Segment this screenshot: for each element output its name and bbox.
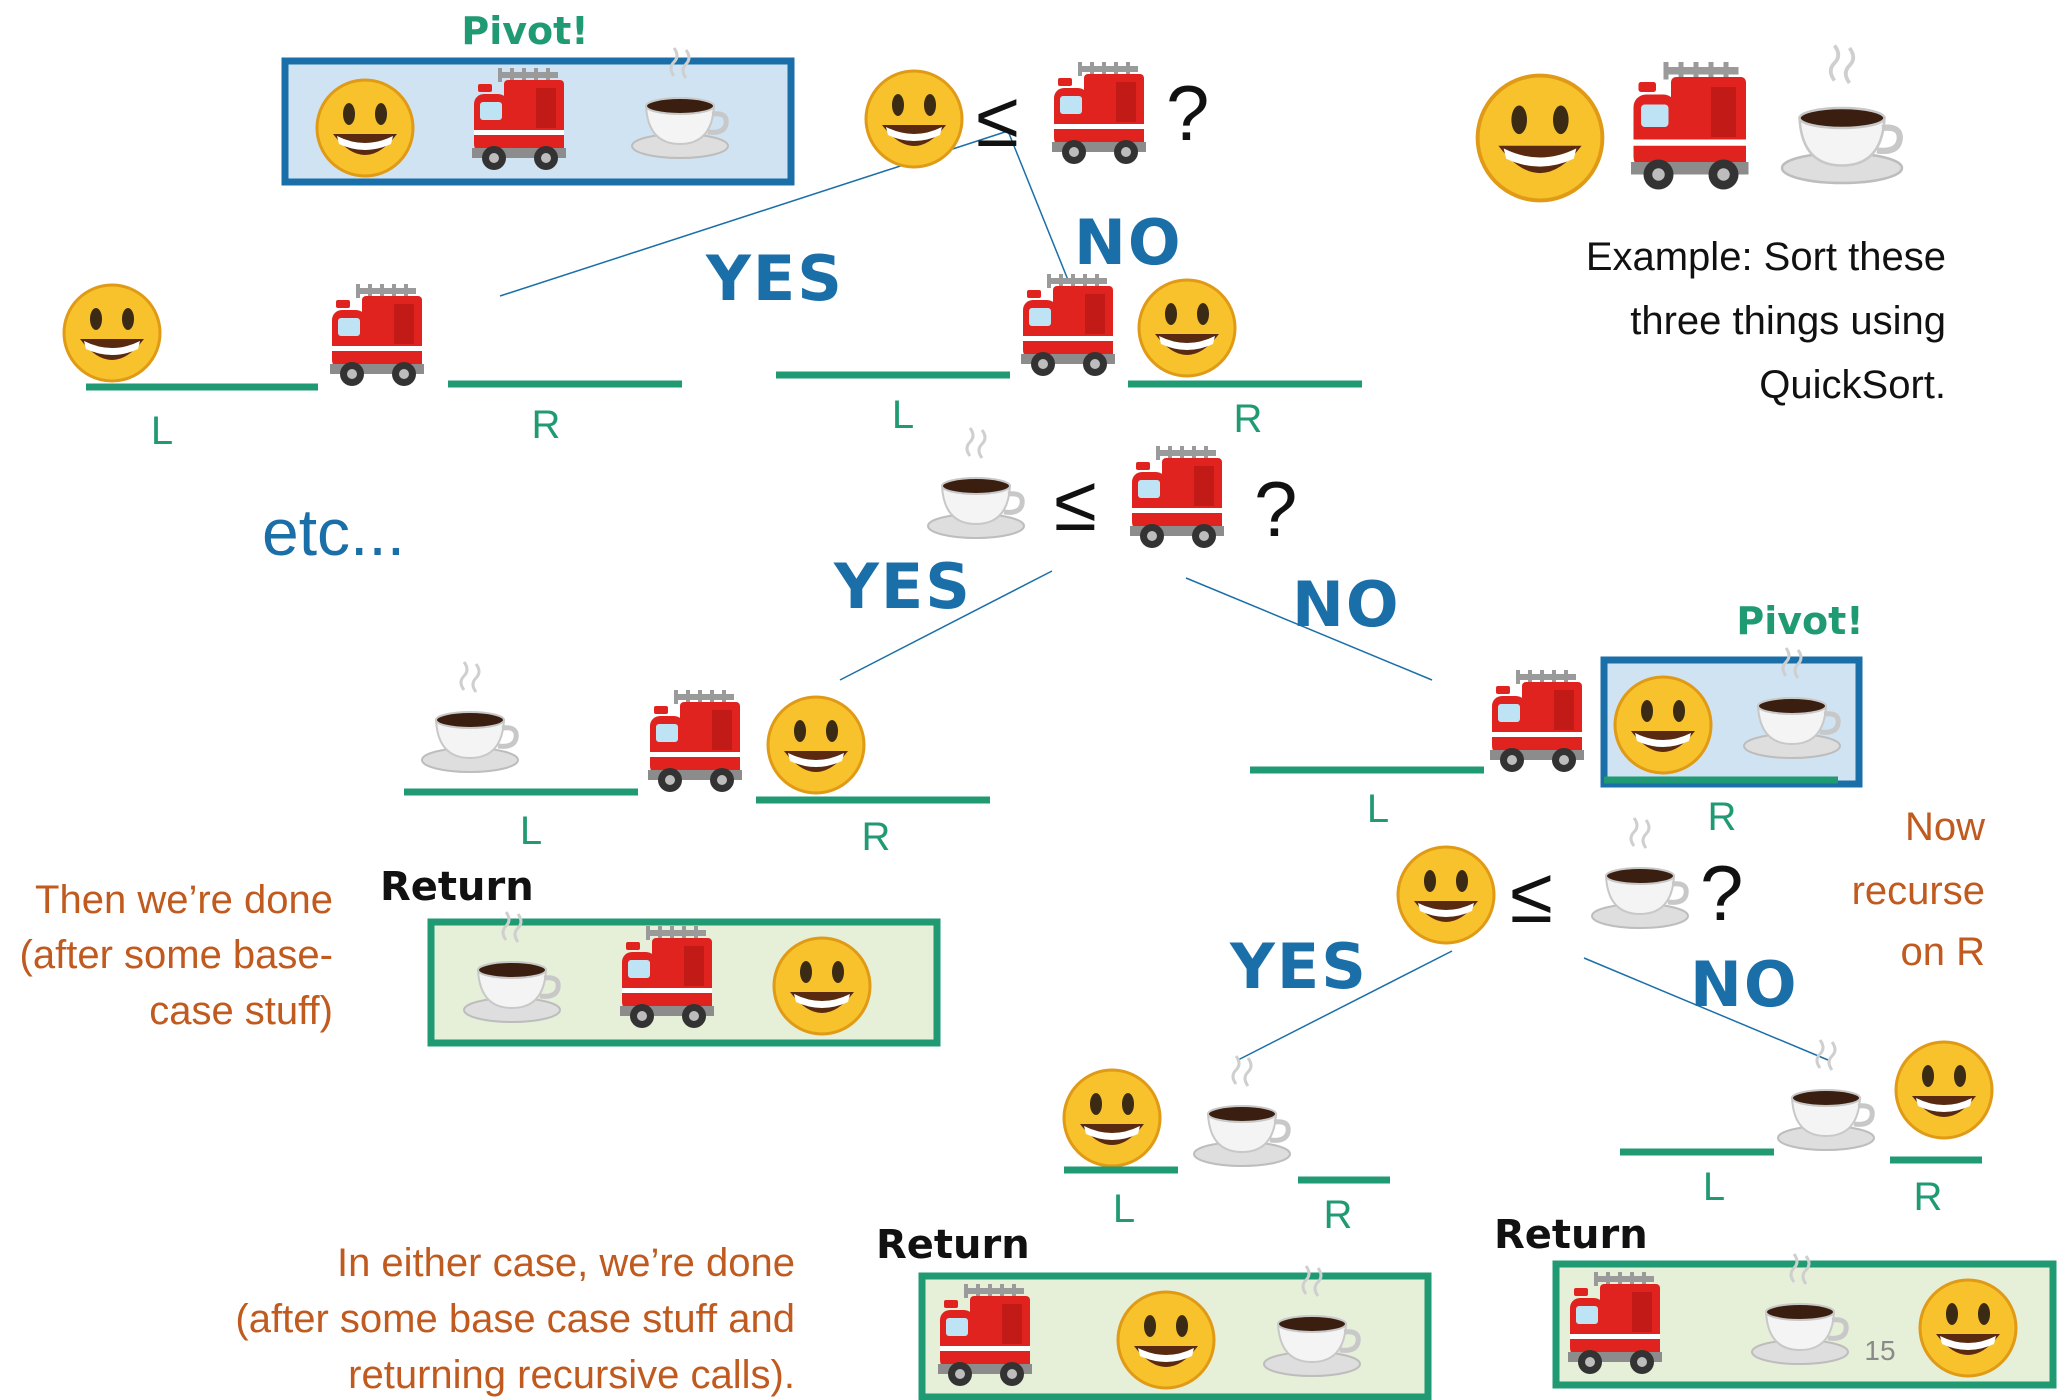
smiley-icon (766, 695, 866, 795)
either-case-line-1: In either case, we’re done (337, 1241, 795, 1285)
fire-truck-icon (1490, 670, 1584, 772)
question-mark: ? (1700, 849, 1743, 937)
right-label: R (1324, 1193, 1353, 1237)
left-label: L (892, 393, 914, 437)
question-mark: ? (1166, 69, 1209, 157)
fire-truck-icon (1631, 62, 1749, 190)
smiley-icon (864, 69, 964, 169)
coffee-cup-icon (1782, 46, 1902, 184)
pivot-label-top: Pivot! (461, 9, 588, 53)
fire-truck-icon (1021, 274, 1115, 376)
fire-truck-icon (1130, 446, 1224, 548)
smiley-icon (62, 283, 162, 383)
recurse-line-1: Now (1905, 805, 1985, 849)
right-label: R (1708, 795, 1737, 839)
fire-truck-icon (330, 284, 424, 386)
no-label-root: NO (1074, 206, 1183, 279)
le-symbol: ≤ (1510, 851, 1553, 939)
smiley-icon (1137, 278, 1237, 378)
left-label: L (1367, 787, 1389, 831)
connector-root-no (1007, 130, 1069, 281)
question-mark: ? (1254, 465, 1297, 553)
smiley-icon (1062, 1068, 1162, 1168)
le-symbol: ≤ (1054, 459, 1097, 547)
either-case-line-3: returning recursive calls). (348, 1353, 795, 1397)
le-symbol: ≤ (976, 75, 1019, 163)
recurse-line-3: on R (1901, 930, 1986, 974)
smiley-icon (772, 936, 872, 1036)
smiley-icon (1613, 675, 1713, 775)
right-label: R (862, 815, 891, 859)
coffee-cup-icon (1778, 1040, 1874, 1150)
return-label: Return (876, 1222, 1030, 1268)
fire-truck-icon (648, 690, 742, 792)
coffee-cup-icon (1592, 818, 1688, 928)
right-label: R (532, 403, 561, 447)
smiley-icon (1396, 845, 1496, 945)
etc-label: etc... (262, 495, 405, 569)
then-done-line-3: case stuff) (149, 989, 333, 1033)
coffee-cup-icon (1194, 1056, 1290, 1166)
yes-label-3: YES (1229, 930, 1368, 1003)
right-label: R (1234, 397, 1263, 441)
left-label: L (520, 809, 542, 853)
connector-q3-no (1583, 957, 1829, 1061)
smiley-icon (1918, 1278, 2018, 1378)
return-label: Return (380, 864, 534, 910)
fire-truck-icon (1052, 62, 1146, 164)
connector-q2-no (1185, 577, 1433, 681)
example-line-1: Example: Sort these (1586, 235, 1946, 279)
coffee-cup-icon (422, 662, 518, 772)
example-line-3: QuickSort. (1759, 363, 1946, 407)
smiley-icon (1475, 73, 1605, 203)
left-label: L (151, 409, 173, 453)
connector-q3-yes (1237, 950, 1453, 1061)
smiley-icon (1894, 1040, 1994, 1140)
connector-q2-yes (839, 570, 1053, 681)
recurse-line-2: recurse (1852, 869, 1985, 913)
either-case-line-2: (after some base case stuff and (235, 1297, 795, 1341)
return-label: Return (1494, 1212, 1648, 1258)
no-label-3: NO (1690, 948, 1799, 1021)
yes-label-root: YES (705, 242, 844, 315)
right-label: R (1914, 1175, 1943, 1219)
smiley-icon (315, 78, 415, 178)
left-label: L (1113, 1187, 1135, 1231)
left-label: L (1703, 1165, 1725, 1209)
smiley-icon (1116, 1290, 1216, 1390)
pivot-label-right: Pivot! (1736, 599, 1863, 643)
then-done-line-1: Then we’re done (35, 878, 333, 922)
example-line-2: three things using (1630, 299, 1946, 343)
then-done-line-2: (after some base- (20, 933, 333, 977)
no-label-2: NO (1292, 568, 1401, 641)
page-number: 15 (1864, 1335, 1895, 1366)
yes-label-2: YES (833, 550, 972, 623)
coffee-cup-icon (928, 428, 1024, 538)
